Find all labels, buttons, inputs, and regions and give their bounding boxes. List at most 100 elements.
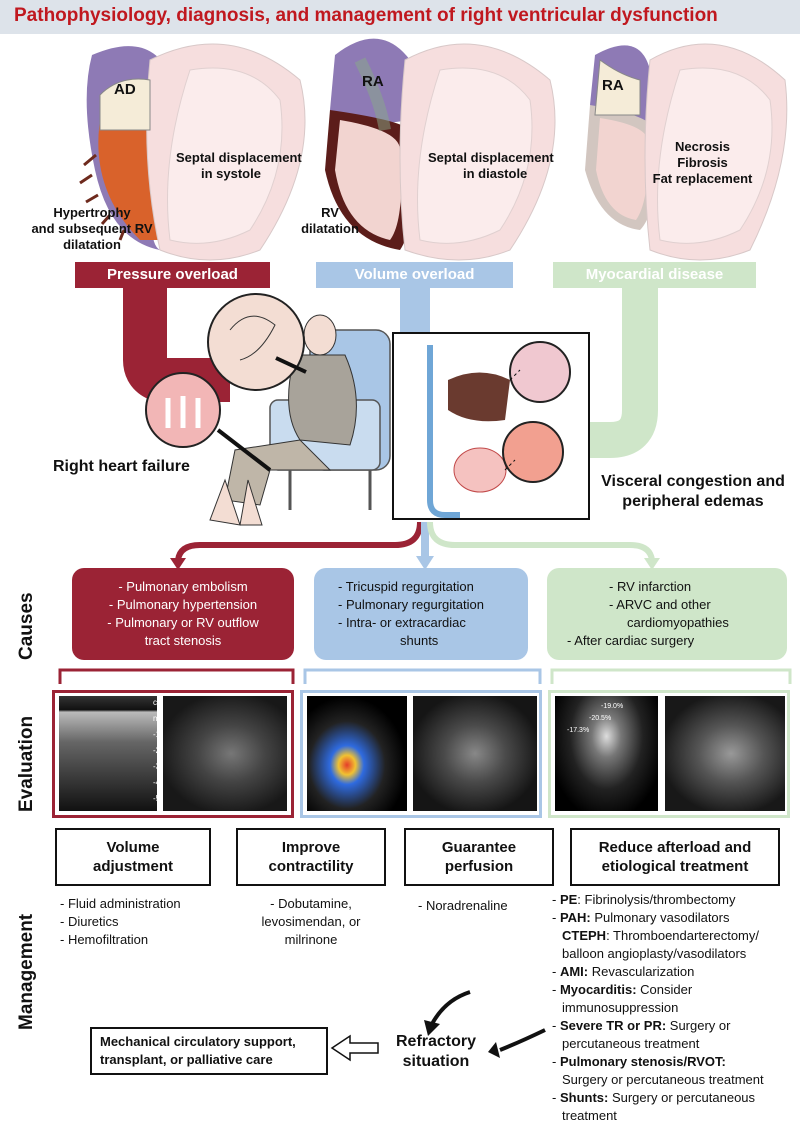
label-line: and subsequent RV — [31, 221, 153, 236]
evaluation-pressure-frame: cm/s m/s -1.0 -2.0 -3.0 -4.0 -5.0 — [52, 690, 294, 818]
cause-item: - Tricuspid regurgitation — [338, 579, 474, 594]
list-item: - Shunts: Surgery or percutaneous — [552, 1090, 756, 1105]
cardiac-mri-image — [413, 696, 537, 811]
strain-label: -17.3% — [567, 727, 590, 734]
strain-label: -19.0% — [601, 703, 624, 710]
pressure-septal-label: Septal displacement in systole — [176, 150, 302, 182]
heart-myocardial-illustration — [585, 43, 788, 261]
scale-label: cm/s — [153, 698, 170, 707]
list-item: balloon angioplasty/vasodilators — [562, 946, 747, 961]
mgmt-reduce-afterload: Reduce afterload and etiological treatmen… — [570, 828, 780, 886]
label-line: in systole — [201, 166, 261, 181]
page-title: Pathophysiology, diagnosis, and manageme… — [14, 5, 718, 26]
list-item: - Noradrenaline — [418, 898, 508, 913]
label-line: Mechanical circulatory support, — [100, 1034, 296, 1049]
box-line: Volume — [106, 839, 160, 856]
box-line: etiological treatment — [601, 858, 749, 875]
label-line: Septal displacement — [176, 150, 302, 165]
mgmt-guarantee-perfusion: Guarantee perfusion — [404, 828, 554, 886]
list-item: - AMI: Revascularization — [552, 964, 695, 979]
title-bar — [0, 0, 800, 34]
list-item: - Myocarditis: Consider — [552, 982, 693, 997]
afterload-items: - PE: Fibrinolysis/thrombectomy - PAH: P… — [552, 891, 798, 1125]
section-evaluation: Evaluation — [16, 715, 37, 812]
label-line: Fat replacement — [652, 171, 753, 186]
scale-label: -2.0 — [153, 746, 167, 755]
cause-item: - Pulmonary hypertension — [108, 597, 258, 612]
list-item: - Hemofiltration — [60, 932, 149, 947]
evaluation-volume-frame — [300, 690, 542, 818]
label-line: Visceral congestion and — [601, 473, 785, 490]
cardiac-mri-image — [665, 696, 785, 811]
doppler-scale: cm/s m/s -1.0 -2.0 -3.0 -4.0 -5.0 — [153, 695, 170, 807]
perfusion-items: - Noradrenaline — [418, 897, 508, 915]
scale-label: -4.0 — [153, 778, 167, 787]
label-line: peripheral edemas — [622, 493, 764, 510]
doppler-image — [59, 696, 157, 811]
list-item: levosimendan, or — [261, 914, 361, 929]
list-item: CTEPH: Thromboendarterectomy/ — [562, 928, 760, 943]
color-doppler-image — [307, 696, 407, 811]
list-item: milrinone — [284, 932, 338, 947]
list-item: - Pulmonary stenosis/RVOT: — [552, 1054, 726, 1069]
label-line: Hypertrophy — [53, 205, 131, 220]
right-heart-failure-label: Right heart failure — [53, 458, 190, 475]
cause-item: - RV infarction — [609, 579, 692, 594]
box-line: Guarantee — [441, 839, 517, 856]
box-line: adjustment — [92, 858, 173, 875]
list-item: percutaneous treatment — [562, 1036, 700, 1051]
heart-volume-illustration — [325, 38, 556, 261]
list-item: - PAH: Pulmonary vasodilators — [552, 910, 730, 925]
label-line: dilatation — [301, 221, 359, 236]
label-line: RV — [321, 205, 339, 220]
myocardial-chamber-label: RA — [602, 77, 624, 94]
category-volume-overload: Volume overload — [316, 262, 513, 288]
list-item: - Dobutamine, — [270, 896, 352, 911]
organs-illustration — [392, 332, 590, 520]
scale-label: -3.0 — [153, 762, 167, 771]
volume-chamber-label: RA — [362, 73, 384, 90]
evaluation-myocardial-frame: -19.0% -20.5% -17.3% — [548, 690, 790, 818]
section-causes: Causes — [16, 592, 37, 660]
causes-volume-box: - Tricuspid regurgitation - Pulmonary re… — [314, 568, 528, 660]
label-line: Septal displacement — [428, 150, 554, 165]
volume-rv-label: RV dilatation — [300, 205, 360, 237]
list-item: immunosuppression — [562, 1000, 679, 1015]
mgmt-improve-contractility: Improve contractility — [236, 828, 386, 886]
strain-echo-image — [555, 696, 658, 811]
list-item: - Diuretics — [60, 914, 119, 929]
list-item: treatment — [562, 1108, 617, 1123]
scale-label: -5.0 — [153, 794, 167, 803]
pressure-rv-label: Hypertrophy and subsequent RV dilatation — [24, 205, 160, 253]
patient-illustration — [145, 293, 391, 526]
list-item: - Fluid administration — [60, 896, 181, 911]
cause-item: - Pulmonary embolism — [118, 579, 248, 594]
cause-item: - ARVC and other — [609, 597, 711, 612]
scale-label: -1.0 — [153, 730, 167, 739]
contractility-items: - Dobutamine, levosimendan, or milrinone — [246, 895, 376, 949]
causes-pressure-box: - Pulmonary embolism - Pulmonary hyperte… — [72, 568, 294, 660]
strain-labels: -19.0% -20.5% -17.3% — [567, 701, 624, 737]
box-line: contractility — [268, 858, 354, 875]
cause-item: shunts — [400, 633, 439, 648]
section-management: Management — [16, 913, 37, 1030]
strain-label: -20.5% — [589, 715, 612, 722]
box-line: Improve — [281, 839, 341, 856]
cardiac-mri-image — [163, 696, 287, 811]
congestion-label: Visceral congestion and peripheral edema… — [598, 472, 788, 512]
volume-septal-label: Septal displacement in diastole — [428, 150, 554, 182]
heart-pressure-illustration — [79, 43, 306, 261]
myocardial-tissue-label: Necrosis Fibrosis Fat replacement — [640, 139, 765, 187]
box-line: Reduce afterload and — [598, 839, 752, 856]
box-line: perfusion — [444, 858, 514, 875]
list-item: - Severe TR or PR: Surgery or — [552, 1018, 731, 1033]
list-item: - PE: Fibrinolysis/thrombectomy — [552, 892, 736, 907]
cause-item: cardiomyopathies — [627, 615, 729, 630]
cause-item: - Pulmonary or RV outflow — [107, 615, 259, 630]
scale-label: m/s — [153, 714, 166, 723]
label-line: Fibrosis — [677, 155, 728, 170]
volume-items: - Fluid administration - Diuretics - Hem… — [60, 895, 181, 949]
label-line: Refractory — [395, 1033, 477, 1050]
causes-myocardial-box: - RV infarction - ARVC and other cardiom… — [547, 568, 787, 660]
